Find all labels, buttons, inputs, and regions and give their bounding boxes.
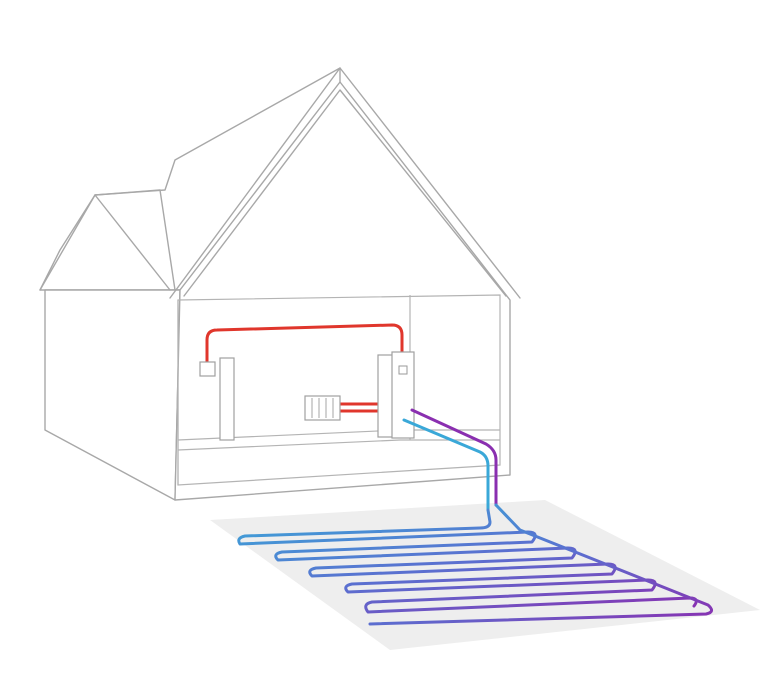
radiator-icon: [304, 395, 341, 421]
ground-area: [210, 500, 760, 650]
radiator-feed-pipe: [338, 402, 382, 413]
heat-pump-unit-icon: [377, 351, 415, 439]
supply-line-pipe: [402, 418, 490, 512]
return-line-pipe: [410, 408, 498, 507]
hot-water-pipe: [205, 323, 404, 367]
duct-column: [219, 357, 235, 441]
house-outline-icon: [39, 67, 521, 501]
air-vent-icon: [199, 361, 216, 377]
horizontal-ground-loop-icon: [237, 503, 713, 626]
